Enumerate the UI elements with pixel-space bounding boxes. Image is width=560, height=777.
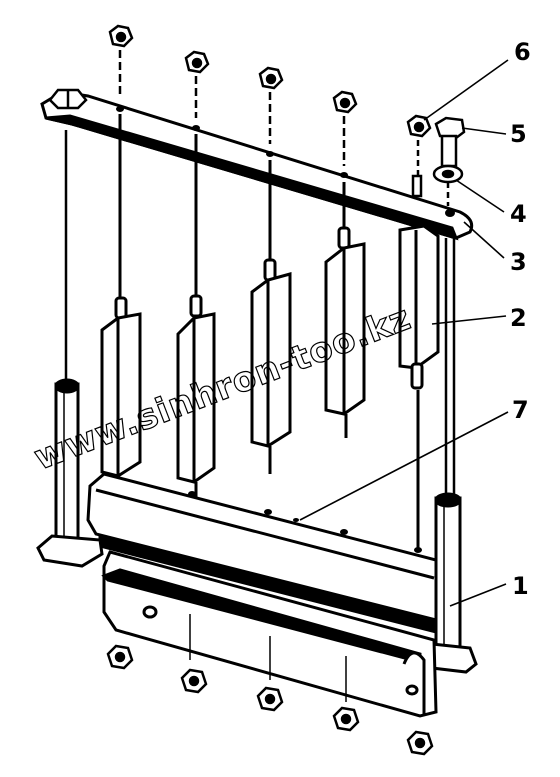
- bolt-item-5: [434, 116, 466, 168]
- bar-end-bolt-head: [48, 88, 88, 110]
- bottom-nut: [406, 730, 434, 756]
- base-plate: [36, 534, 478, 674]
- blade-plate-item-2: [398, 224, 440, 550]
- bottom-nut: [106, 644, 134, 670]
- bottom-nut: [180, 668, 208, 694]
- callout-number: 5: [510, 120, 527, 148]
- callout-number: 3: [510, 248, 527, 276]
- leader-lines: [299, 59, 509, 607]
- callout-number: 4: [510, 200, 527, 228]
- top-bar-holes: [116, 106, 455, 217]
- blade-plate: [324, 182, 366, 438]
- bottom-nut: [256, 686, 284, 712]
- top-nut: [258, 66, 284, 144]
- callout-number: 7: [512, 396, 529, 424]
- callout-number: 2: [510, 304, 527, 332]
- callout-number: 6: [514, 38, 531, 66]
- lower-housing: [101, 550, 438, 718]
- top-nut: [108, 24, 134, 96]
- right-long-rod: [444, 236, 456, 500]
- bottom-nut: [332, 706, 360, 732]
- top-bar-plate: [40, 90, 474, 241]
- blade-plate: [100, 114, 142, 478]
- left-post: [54, 378, 80, 562]
- callout-number: 1: [512, 572, 529, 600]
- small-nut-item-6: [406, 114, 432, 198]
- blade-plate: [250, 160, 292, 474]
- right-post-item-1: [434, 492, 462, 660]
- blade-plate: [176, 134, 216, 500]
- middle-bar-holes: [188, 491, 422, 553]
- washer-item-4: [432, 164, 464, 206]
- top-nut: [184, 50, 210, 118]
- top-nut: [332, 90, 358, 166]
- housing-holes: [117, 542, 347, 606]
